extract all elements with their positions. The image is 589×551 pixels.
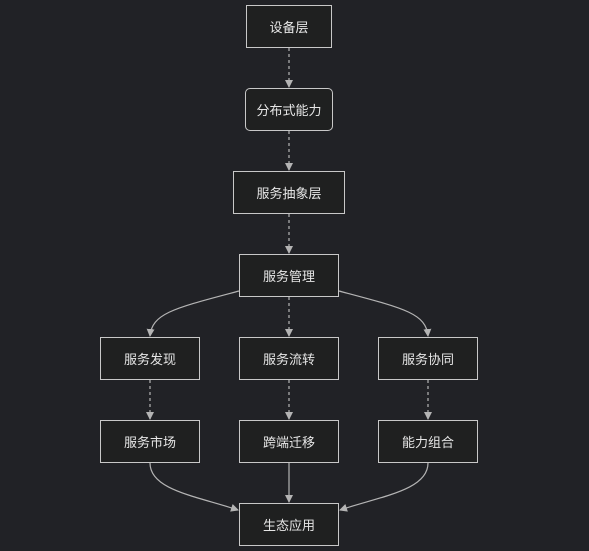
node-service-flow: 服务流转 — [239, 337, 339, 380]
node-capability-combination: 能力组合 — [378, 420, 478, 463]
node-distributed-capability: 分布式能力 — [245, 88, 333, 131]
edge-management-cooperation — [338, 290, 432, 337]
edge-market-ecosystem — [149, 462, 239, 512]
node-cross-device-migration: 跨端迁移 — [239, 420, 339, 463]
node-service-discovery: 服务发现 — [100, 337, 200, 380]
node-service-management: 服务管理 — [239, 254, 339, 297]
node-service-market: 服务市场 — [100, 420, 200, 463]
node-device-layer: 设备层 — [246, 5, 332, 48]
node-service-cooperation: 服务协同 — [378, 337, 478, 380]
edge-combination-ecosystem — [339, 462, 429, 512]
edge-management-discovery — [146, 290, 240, 337]
node-service-abstraction-layer: 服务抽象层 — [233, 171, 345, 214]
node-ecosystem-application: 生态应用 — [239, 503, 339, 546]
